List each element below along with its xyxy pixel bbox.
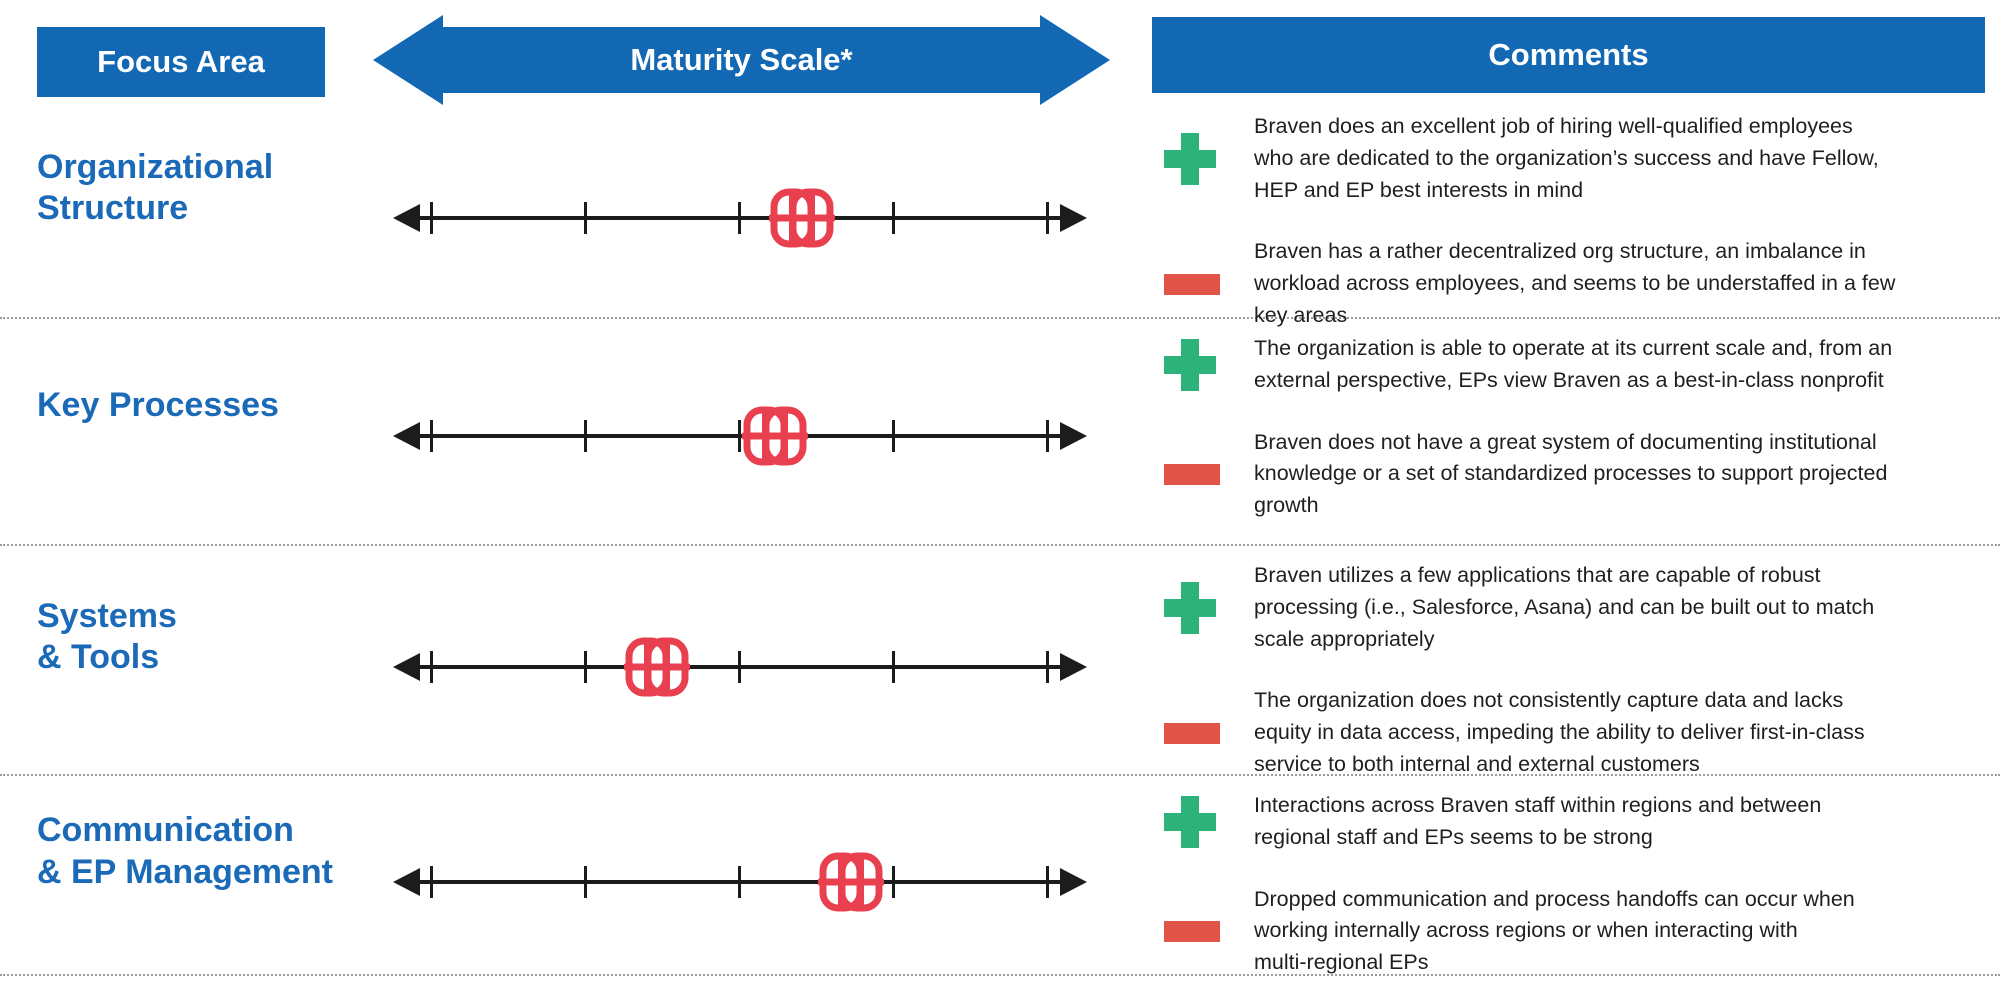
row-key-processes: Key Processes — [0, 319, 2000, 546]
weakness-comment-text: The organization does not consistently c… — [1254, 688, 1865, 777]
maturity-scale-cell — [370, 546, 1120, 781]
comments-cell: The organization is able to operate at i… — [1120, 319, 2000, 544]
scale-right-arrow-icon — [1060, 867, 1087, 896]
strength-comment-text: Interactions across Braven staff within … — [1254, 793, 1822, 849]
scale-tick — [738, 865, 741, 898]
focus-area-label: Organizational Structure — [37, 147, 274, 228]
scale-right-arrow-icon — [1060, 653, 1087, 682]
maturity-scale-cell — [370, 776, 1120, 979]
arrow-left-head-icon — [373, 15, 443, 105]
scale-tick — [430, 419, 433, 452]
comments-header: Comments — [1152, 17, 1985, 93]
weakness-comment-text: Braven has a rather decentralized org st… — [1254, 239, 1896, 328]
focus-area-label: Communication & EP Management — [37, 811, 334, 891]
scale-tick — [1046, 651, 1049, 684]
maturity-marker-icon — [741, 406, 808, 465]
maturity-scale — [393, 607, 1087, 727]
maturity-scale — [393, 158, 1087, 278]
minus-icon — [1164, 722, 1220, 744]
maturity-scale-header-label: Maturity Scale* — [630, 42, 853, 77]
scale-right-arrow-icon — [1060, 204, 1087, 233]
comments-cell: Braven utilizes a few applications that … — [1120, 546, 2000, 781]
minus-icon — [1164, 463, 1220, 485]
row-systems-tools: Systems & Tools — [0, 546, 2000, 776]
comments-cell: Interactions across Braven staff within … — [1120, 776, 2000, 979]
maturity-marker-icon — [818, 852, 885, 912]
maturity-scale — [393, 822, 1087, 942]
comments-header-label: Comments — [1488, 37, 1649, 72]
strength-comment: The organization is able to operate at i… — [1152, 333, 2000, 397]
strength-comment-text: Braven does an excellent job of hiring w… — [1254, 114, 1879, 202]
weakness-comment: Dropped communication and process handof… — [1152, 884, 2000, 979]
plus-icon — [1164, 581, 1216, 634]
strength-comment-text: Braven utilizes a few applications that … — [1254, 563, 1875, 651]
scale-tick — [584, 202, 587, 235]
weakness-comment: Braven does not have a great system of d… — [1152, 427, 2000, 522]
focus-label-cell: Communication & EP Management — [0, 776, 370, 979]
assessment-rows: Organizational Structure — [0, 97, 2000, 976]
scale-tick — [892, 865, 895, 898]
scale-tick — [430, 865, 433, 898]
plus-icon — [1164, 132, 1216, 185]
scale-tick — [430, 651, 433, 684]
strength-comment: Interactions across Braven staff within … — [1152, 790, 2000, 854]
focus-area-label: Key Processes — [37, 385, 279, 424]
scale-tick — [1046, 202, 1049, 235]
arrow-right-head-icon — [1040, 15, 1110, 105]
weakness-comment-text: Braven does not have a great system of d… — [1254, 429, 1888, 518]
row-organizational-structure: Organizational Structure — [0, 97, 2000, 327]
scale-tick — [892, 419, 895, 452]
plus-icon — [1164, 795, 1216, 848]
weakness-comment-text: Dropped communication and process handof… — [1254, 886, 1855, 975]
focus-label-cell: Key Processes — [0, 319, 370, 544]
scale-tick — [1046, 419, 1049, 452]
row-communication-ep-management: Communication & EP Management — [0, 776, 2000, 976]
focus-label-cell: Organizational Structure — [0, 97, 370, 332]
scale-right-arrow-icon — [1060, 421, 1087, 450]
strength-comment: Braven does an excellent job of hiring w… — [1152, 111, 2000, 206]
weakness-comment: Braven has a rather decentralized org st… — [1152, 236, 2000, 331]
weakness-comment: The organization does not consistently c… — [1152, 685, 2000, 780]
maturity-scale — [393, 376, 1087, 496]
focus-label-cell: Systems & Tools — [0, 546, 370, 781]
scale-tick — [430, 202, 433, 235]
scale-tick — [584, 419, 587, 452]
scale-tick — [1046, 865, 1049, 898]
scale-tick — [584, 651, 587, 684]
strength-comment-text: The organization is able to operate at i… — [1254, 336, 1893, 392]
maturity-marker-icon — [769, 188, 836, 248]
maturity-scale-cell — [370, 97, 1120, 332]
comments-cell: Braven does an excellent job of hiring w… — [1120, 97, 2000, 332]
scale-tick — [584, 865, 587, 898]
focus-area-header-label: Focus Area — [97, 44, 265, 79]
scale-tick — [738, 419, 741, 452]
maturity-scale-cell — [370, 319, 1120, 544]
arrow-body — [441, 27, 1042, 93]
scale-tick — [738, 202, 741, 235]
plus-icon — [1164, 338, 1216, 391]
focus-area-label: Systems & Tools — [37, 596, 177, 677]
maturity-scale-header-arrow: Maturity Scale* — [373, 15, 1110, 105]
focus-area-header: Focus Area — [37, 27, 325, 97]
minus-icon — [1164, 273, 1220, 295]
scale-tick — [892, 202, 895, 235]
strength-comment: Braven utilizes a few applications that … — [1152, 560, 2000, 655]
minus-icon — [1164, 920, 1220, 942]
scale-tick — [738, 651, 741, 684]
maturity-marker-icon — [623, 637, 690, 697]
scale-tick — [892, 651, 895, 684]
